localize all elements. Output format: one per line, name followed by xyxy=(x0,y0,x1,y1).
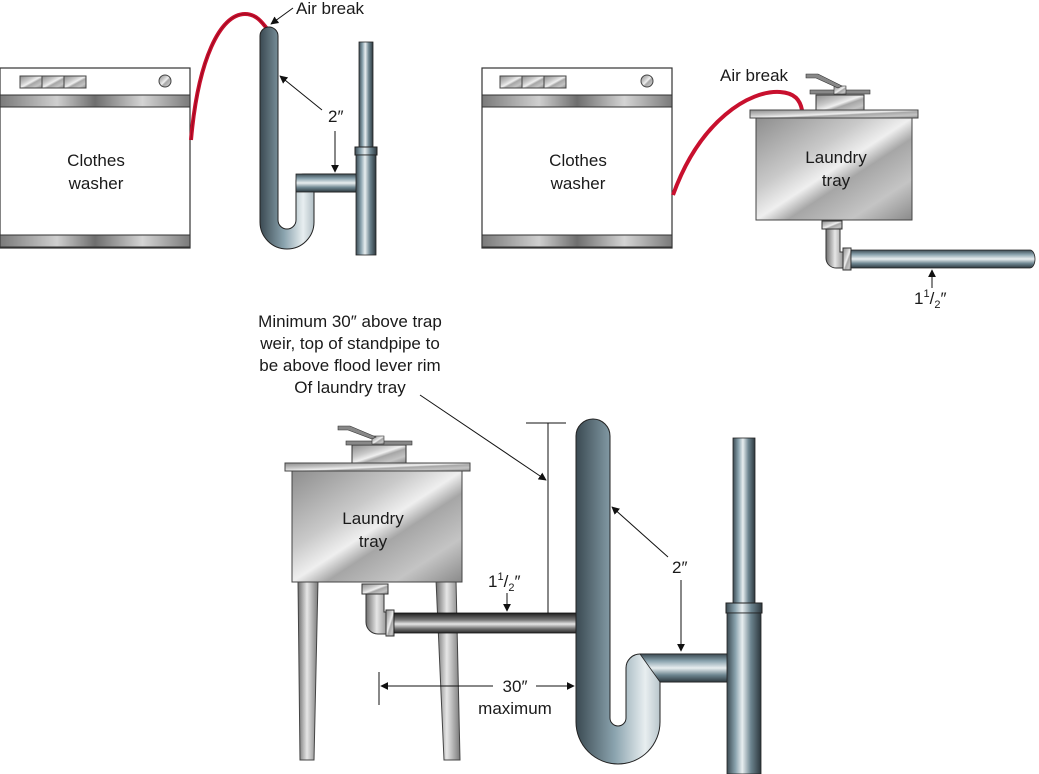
standpipe-trap-1 xyxy=(259,26,361,250)
laundry-tray-3: Laundry tray xyxy=(284,425,471,761)
note-line3: be above flood lever rim xyxy=(259,356,440,375)
standpipe-trap-3 xyxy=(575,418,749,765)
drain-hose-2 xyxy=(671,89,804,196)
air-break-arrow-1 xyxy=(270,7,294,25)
tray-drain-3 xyxy=(361,583,577,637)
washer-label-line2: washer xyxy=(550,174,606,193)
clothes-washer-1: Clothes washer xyxy=(0,67,191,249)
trap-size-arrow-a xyxy=(611,506,669,558)
tray-label-line2: tray xyxy=(822,171,851,190)
tray-label-line2: tray xyxy=(359,532,388,551)
pipe-size-label-1: 2″ xyxy=(328,107,343,126)
pipe-size-arrow-1a xyxy=(279,75,323,111)
washer-label-line2: washer xyxy=(68,174,124,193)
control-panel-display xyxy=(19,75,87,89)
distance-qualifier: maximum xyxy=(478,699,552,718)
distance-label: 30″ xyxy=(503,677,528,696)
control-knob xyxy=(158,74,172,88)
air-break-label-2: Air break xyxy=(720,66,789,85)
laundry-tray-2: Laundry tray xyxy=(749,73,919,221)
drain-hose-1 xyxy=(189,11,270,141)
stack-pipe-1 xyxy=(354,41,378,256)
panel-1-washer-standpipe: Clothes washer Air break 2″ xyxy=(0,0,378,256)
tray-label-line1: Laundry xyxy=(342,509,404,528)
control-knob xyxy=(640,74,654,88)
stack-pipe-3 xyxy=(725,437,763,774)
branch-drain-pipe xyxy=(393,612,577,634)
tray-drain-2 xyxy=(821,220,1036,271)
faucet xyxy=(805,73,871,113)
pipe-size-label-2: 11/2″ xyxy=(914,288,946,311)
washer-label-line1: Clothes xyxy=(67,151,125,170)
washer-label-line1: Clothes xyxy=(549,151,607,170)
panel-2-washer-laundry-tray: Clothes washer Laundry tray Air break 11… xyxy=(481,66,1036,311)
note-line4: Of laundry tray xyxy=(294,378,406,397)
tray-label-line1: Laundry xyxy=(805,148,867,167)
branch-size-label: 11/2″ xyxy=(488,571,520,594)
air-break-label-1: Air break xyxy=(296,0,365,18)
panel-3-laundry-tray-standpipe: Minimum 30″ above trap weir, top of stan… xyxy=(258,312,763,774)
note-line2: weir, top of standpipe to xyxy=(259,334,440,353)
height-dimension-line xyxy=(526,422,566,613)
minimum-height-note: Minimum 30″ above trap weir, top of stan… xyxy=(258,312,442,397)
distance-dimension: 30″ maximum xyxy=(378,672,575,718)
note-leader-arrow xyxy=(419,394,547,481)
trap-size-label: 2″ xyxy=(672,558,687,577)
control-panel-display xyxy=(499,75,567,89)
clothes-washer-2: Clothes washer xyxy=(481,67,673,249)
faucet xyxy=(337,425,413,464)
note-line1: Minimum 30″ above trap xyxy=(258,312,442,331)
